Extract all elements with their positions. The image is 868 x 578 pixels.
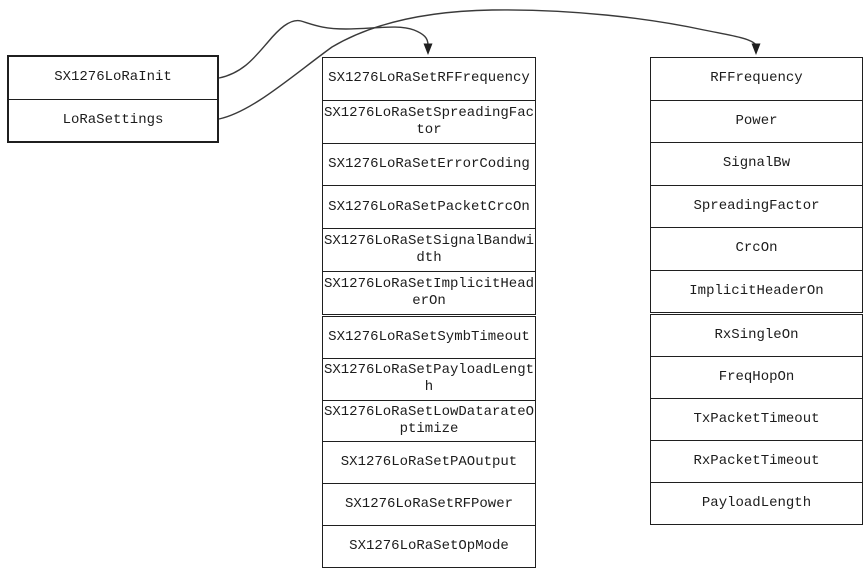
box-payloadlength: PayloadLength [651, 482, 862, 524]
box-setpaoutput: SX1276LoRaSetPAOutput [323, 441, 535, 483]
box-spreadingfactor: SpreadingFactor [651, 184, 862, 228]
box-implicitheaderon: ImplicitHeaderOn [651, 269, 862, 313]
box-setrffrequency: SX1276LoRaSetRFFrequency [328, 70, 530, 87]
box-setsymbtimeout: SX1276LoRaSetSymbTimeout [328, 328, 530, 345]
box-rffrequency: RFFrequency [710, 70, 803, 87]
arrowhead-params [751, 43, 761, 55]
setter-functions-table: SX1276LoRaSetRFFrequency SX1276LoRaSetSp… [322, 57, 536, 568]
box-lorasettings: LoRaSettings [9, 98, 217, 142]
box-setrfpower: SX1276LoRaSetRFPower [323, 483, 535, 525]
box-txpackettimeout: TxPacketTimeout [651, 398, 862, 440]
setter-functions-section-1: SX1276LoRaSetRFFrequency SX1276LoRaSetSp… [322, 57, 536, 315]
box-setlowdatarateoptimize: SX1276LoRaSetLowDatarateOptimize [323, 399, 535, 442]
box-setpayloadlength: SX1276LoRaSetPayloadLength [323, 357, 535, 400]
box-setopmode: SX1276LoRaSetOpMode [323, 525, 535, 567]
parameters-section-2: RxSingleOn FreqHopOn TxPacketTimeout RxP… [650, 314, 863, 525]
box-setimplicitheaderon: SX1276LoRaSetImplicitHeaderOn [323, 271, 535, 314]
box-signalbw: SignalBw [651, 142, 862, 185]
box-power: Power [651, 99, 862, 143]
box-rxpackettimeout: RxPacketTimeout [651, 440, 862, 482]
box-crcon: CrcOn [651, 227, 862, 270]
box-freqhopon: FreqHopOn [651, 356, 862, 398]
box-seterrorcoding: SX1276LoRaSetErrorCoding [323, 142, 535, 186]
parameters-section-1: RFFrequency Power SignalBw SpreadingFact… [650, 57, 863, 313]
init-table: SX1276LoRaInit LoRaSettings [7, 55, 219, 143]
parameters-table: RFFrequency Power SignalBw SpreadingFact… [650, 57, 863, 525]
box-sx1276lorainit: SX1276LoRaInit [54, 69, 172, 86]
box-rxsingleon: RxSingleOn [714, 327, 799, 343]
box-setspreadingfactor: SX1276LoRaSetSpreadingFactor [323, 99, 535, 143]
arrowhead-setters [423, 43, 433, 55]
box-setsignalbandwidth: SX1276LoRaSetSignalBandwidth [323, 228, 535, 271]
setter-functions-section-2: SX1276LoRaSetSymbTimeout SX1276LoRaSetPa… [322, 316, 536, 568]
init-table-section: SX1276LoRaInit LoRaSettings [7, 55, 219, 143]
box-setpacketcrcon: SX1276LoRaSetPacketCrcOn [323, 185, 535, 228]
